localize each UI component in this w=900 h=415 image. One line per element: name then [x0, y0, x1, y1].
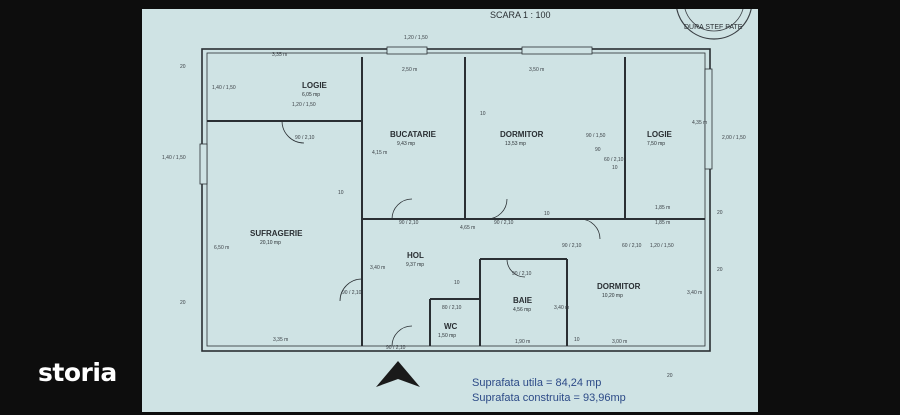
svg-text:1,20 / 1,50: 1,20 / 1,50: [404, 35, 428, 41]
svg-text:1,40 / 1,50: 1,40 / 1,50: [212, 85, 236, 91]
svg-text:90 / 2,10: 90 / 2,10: [562, 243, 582, 249]
svg-text:4,35 m: 4,35 m: [692, 120, 707, 126]
svg-text:10: 10: [454, 280, 460, 286]
room-area: 20,10 mp: [260, 240, 281, 246]
room-area: 9,43 mp: [397, 141, 415, 147]
room-name-wc: WC: [444, 322, 458, 331]
built-area-text: Suprafata construita = 93,96mp: [472, 392, 626, 404]
windows: [199, 46, 713, 185]
outer-walls: [201, 48, 711, 352]
svg-text:4,15 m: 4,15 m: [372, 150, 387, 156]
svg-text:1,90 m: 1,90 m: [515, 339, 530, 345]
room-labels: LOGIE 6,05 mp BUCATARIE 9,43 mp DORMITOR…: [250, 81, 673, 339]
svg-text:90 / 2,10: 90 / 2,10: [342, 290, 362, 296]
room-area: 6,05 mp: [302, 92, 320, 98]
room-name-dormitor: DORMITOR: [597, 282, 641, 291]
opening-code-labels: 90 / 2,10 90 / 2,10 90 / 2,10 90 / 2,10 …: [162, 35, 746, 351]
usable-area-text: Suprafata utila = 84,24 mp: [472, 377, 602, 389]
svg-text:6,50 m: 6,50 m: [214, 245, 229, 251]
svg-text:2,00 / 1,50: 2,00 / 1,50: [722, 135, 746, 141]
svg-text:90 / 2,10: 90 / 2,10: [295, 135, 315, 141]
room-name-logie: LOGIE: [647, 130, 673, 139]
svg-text:20: 20: [180, 300, 186, 306]
svg-text:20: 20: [717, 267, 723, 273]
svg-text:20: 20: [180, 64, 186, 70]
svg-text:1,85 m: 1,85 m: [655, 205, 670, 211]
svg-text:1,85 m: 1,85 m: [655, 220, 670, 226]
svg-text:10: 10: [338, 190, 344, 196]
interior-walls: [207, 57, 705, 346]
svg-text:80 / 2,10: 80 / 2,10: [442, 305, 462, 311]
room-area: 4,56 mp: [513, 307, 531, 313]
room-name-baie: BAIE: [513, 296, 533, 305]
svg-text:1,20 / 1,50: 1,20 / 1,50: [650, 243, 674, 249]
scale-label: SCARA 1 : 100: [490, 10, 551, 20]
floor-plan-drawing: SCARA 1 : 100 DURA STEF PATE: [162, 9, 752, 387]
svg-text:90: 90: [595, 147, 601, 153]
room-name-hol: HOL: [407, 251, 424, 260]
room-area: 13,53 mp: [505, 141, 526, 147]
svg-text:90 / 2,10: 90 / 2,10: [386, 345, 406, 351]
room-name-dormitor: DORMITOR: [500, 130, 544, 139]
room-name-sufragerie: SUFRAGERIE: [250, 229, 303, 238]
svg-text:4,65 m: 4,65 m: [460, 225, 475, 231]
svg-text:20: 20: [667, 373, 673, 379]
room-area: 7,50 mp: [647, 141, 665, 147]
svg-text:1,40 / 1,50: 1,40 / 1,50: [162, 155, 186, 161]
doors: [281, 120, 601, 347]
room-name-bucatarie: BUCATARIE: [390, 130, 437, 139]
svg-text:60 / 2,10: 60 / 2,10: [622, 243, 642, 249]
room-area: 10,20 mp: [602, 293, 623, 299]
room-area: 9,37 mp: [406, 262, 424, 268]
svg-text:90 / 1,50: 90 / 1,50: [586, 133, 606, 139]
svg-text:90 / 2,10: 90 / 2,10: [494, 220, 514, 226]
floor-plan-sheet: SCARA 1 : 100 DURA STEF PATE: [142, 9, 758, 412]
dimension-labels: 3,35 m 2,50 m 3,50 m 1,85 m 4,65 m 3,35 …: [180, 52, 723, 379]
svg-text:3,35 m: 3,35 m: [273, 337, 288, 343]
storia-logo[interactable]: storia: [38, 358, 117, 387]
svg-text:10: 10: [612, 165, 618, 171]
svg-text:3,35 m: 3,35 m: [272, 52, 287, 58]
svg-text:3,40 m: 3,40 m: [554, 305, 569, 311]
stamp-seal: DURA STEF PATE: [676, 9, 752, 40]
north-arrow: [376, 361, 420, 387]
room-name-logie: LOGIE: [302, 81, 328, 90]
svg-text:90 / 2,10: 90 / 2,10: [399, 220, 419, 226]
svg-text:3,00 m: 3,00 m: [612, 339, 627, 345]
svg-text:2,50 m: 2,50 m: [402, 67, 417, 73]
svg-text:60 / 2,10: 60 / 2,10: [604, 157, 624, 163]
svg-text:10: 10: [480, 111, 486, 117]
area-totals: Suprafata utila = 84,24 mp Suprafata con…: [472, 376, 626, 406]
svg-text:10: 10: [574, 337, 580, 343]
svg-text:90 / 2,10: 90 / 2,10: [512, 271, 532, 277]
stamp-text: DURA STEF PATE: [684, 24, 743, 31]
room-area: 1,50 mp: [438, 333, 456, 339]
svg-text:1,20 / 1,50: 1,20 / 1,50: [292, 102, 316, 108]
svg-text:3,50 m: 3,50 m: [529, 67, 544, 73]
svg-text:10: 10: [544, 211, 550, 217]
svg-text:3,40 m: 3,40 m: [687, 290, 702, 296]
svg-text:20: 20: [717, 210, 723, 216]
svg-text:3,40 m: 3,40 m: [370, 265, 385, 271]
